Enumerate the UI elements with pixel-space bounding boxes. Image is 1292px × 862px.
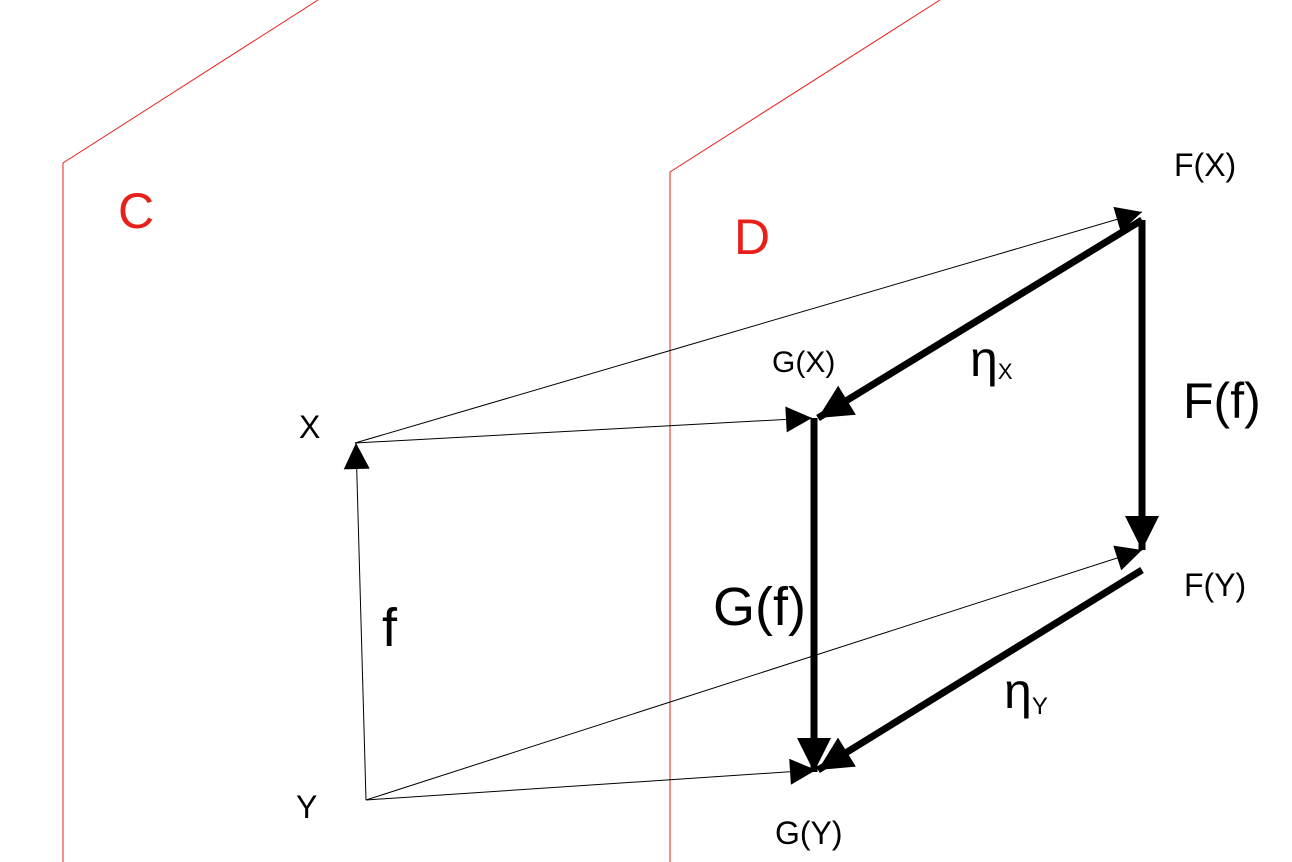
category-c-plane-edge [62, 0, 319, 862]
object-fy-label: F(Y) [1184, 567, 1246, 603]
category-d-label: D [734, 209, 770, 265]
object-y-label: Y [296, 789, 317, 825]
eta-x-symbol: η [970, 331, 998, 387]
object-x-label: X [299, 409, 320, 445]
object-fx-label: F(X) [1174, 147, 1236, 183]
eta-x-label: ηX [970, 331, 1013, 387]
functor-g-map-y [365, 758, 817, 801]
eta-y-symbol: η [1004, 663, 1032, 719]
eta-y-arrow [816, 567, 1144, 773]
eta-x-subscript: X [998, 359, 1013, 384]
category-d-plane-edge [669, 0, 941, 862]
morphism-f-arrow [343, 442, 370, 801]
functor-f-map-y [365, 545, 1143, 801]
object-gx-label: G(X) [772, 346, 835, 379]
morphism-f-label: f [382, 598, 398, 658]
functor-f-map-x [354, 206, 1143, 444]
morphism-ff-label: F(f) [1183, 373, 1261, 429]
object-gy-label: G(Y) [775, 815, 843, 851]
category-c-label: C [118, 183, 154, 239]
eta-y-label: ηY [1004, 663, 1048, 720]
eta-x-arrow [816, 217, 1144, 421]
eta-y-subscript: Y [1032, 693, 1048, 720]
functor-g-map-x [354, 406, 813, 444]
morphism-gf-label: G(f) [713, 577, 806, 637]
